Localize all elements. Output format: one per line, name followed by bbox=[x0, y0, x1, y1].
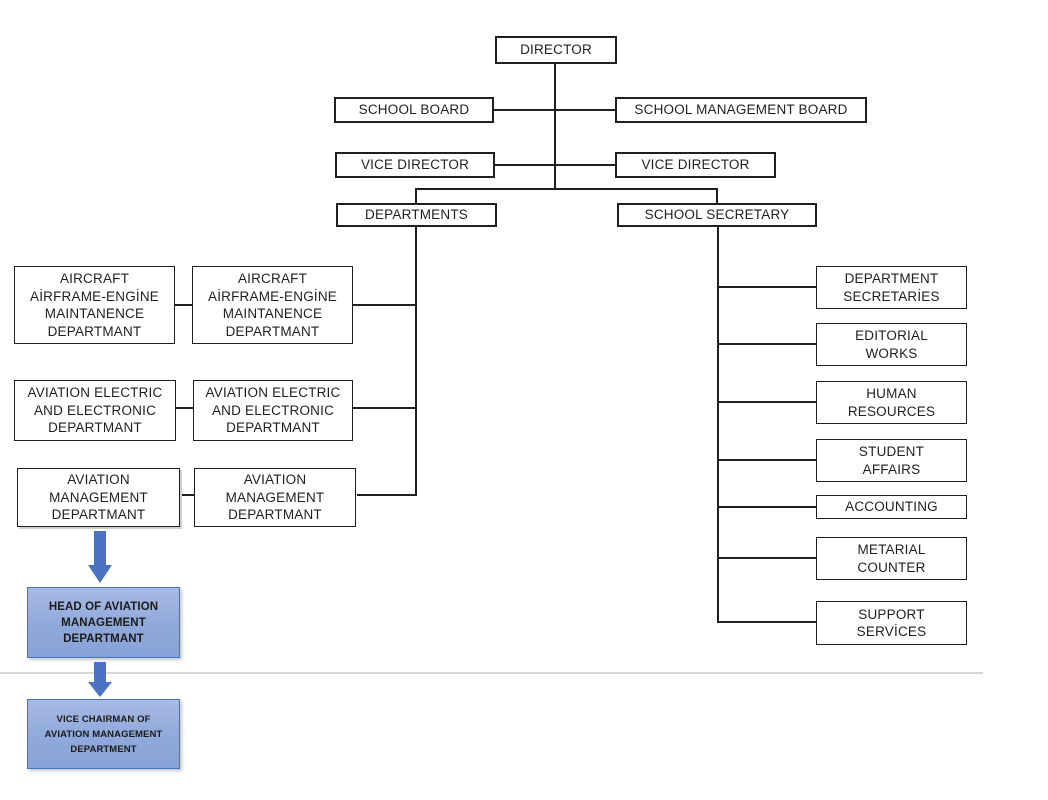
connector-stub-editorial bbox=[717, 343, 816, 345]
connector-drop-secretary bbox=[716, 188, 718, 203]
connector-pair-electric bbox=[176, 407, 193, 409]
down-arrow-head-icon bbox=[88, 565, 112, 583]
connector-stub-support-services bbox=[717, 621, 816, 623]
node-vice-director-right: VICE DIRECTOR bbox=[615, 152, 776, 178]
connector-director-vertical bbox=[554, 64, 556, 189]
connector-stub-aircraft bbox=[353, 304, 417, 306]
connector-branch-horizontal bbox=[415, 188, 718, 190]
node-aviation-management-right: AVIATION MANAGEMENT DEPARTMANT bbox=[194, 468, 356, 527]
connector-stub-student-affairs bbox=[717, 459, 816, 461]
connector-pair-aircraft bbox=[175, 304, 192, 306]
node-aircraft-maintenance-right: AIRCRAFT AİRFRAME-ENGİNE MAINTANENCE DEP… bbox=[192, 266, 353, 344]
node-vice-chairman-aviation-management: VICE CHAIRMAN OF AVIATION MANAGEMENT DEP… bbox=[27, 699, 180, 769]
connector-vice-directors-horizontal bbox=[495, 164, 615, 166]
node-school-management-board: SCHOOL MANAGEMENT BOARD bbox=[615, 97, 867, 123]
connector-stub-human-resources bbox=[717, 401, 816, 403]
node-school-secretary: SCHOOL SECRETARY bbox=[617, 203, 817, 227]
node-head-of-aviation-management: HEAD OF AVIATION MANAGEMENT DEPARTMANT bbox=[27, 587, 180, 658]
node-support-services: SUPPORT SERVİCES bbox=[816, 601, 967, 645]
connector-drop-departments bbox=[415, 188, 417, 203]
node-material-counter: METARIAL COUNTER bbox=[816, 537, 967, 580]
connector-stub-electric bbox=[352, 407, 417, 409]
down-arrow-head-icon bbox=[88, 682, 112, 697]
node-aviation-electric-right: AVIATION ELECTRIC AND ELECTRONIC DEPARTM… bbox=[193, 380, 353, 441]
node-aviation-management-left: AVIATION MANAGEMENT DEPARTMANT bbox=[17, 468, 180, 527]
node-aircraft-maintenance-left: AIRCRAFT AİRFRAME-ENGİNE MAINTANENCE DEP… bbox=[14, 266, 175, 344]
node-human-resources: HUMAN RESOURCES bbox=[816, 381, 967, 424]
connector-departments-vertical bbox=[415, 227, 417, 496]
connector-boards-horizontal bbox=[494, 109, 615, 111]
node-student-affairs: STUDENT AFFAIRS bbox=[816, 439, 967, 482]
page-separator-line bbox=[0, 672, 983, 674]
node-aviation-electric-left: AVIATION ELECTRIC AND ELECTRONIC DEPARTM… bbox=[14, 380, 176, 441]
down-arrow-icon bbox=[94, 531, 106, 565]
connector-stub-material-counter bbox=[717, 557, 816, 559]
node-editorial-works: EDITORIAL WORKS bbox=[816, 323, 967, 366]
down-arrow-icon bbox=[94, 662, 106, 682]
node-accounting: ACCOUNTING bbox=[816, 495, 967, 519]
node-departments: DEPARTMENTS bbox=[336, 203, 497, 227]
connector-pair-management bbox=[180, 494, 194, 496]
connector-secretary-vertical bbox=[717, 227, 719, 623]
connector-stub-accounting bbox=[717, 506, 816, 508]
node-director: DIRECTOR bbox=[495, 36, 617, 64]
connector-stub-management bbox=[357, 494, 417, 496]
connector-stub-dept-secretaries bbox=[717, 286, 816, 288]
node-school-board: SCHOOL BOARD bbox=[334, 97, 494, 123]
node-department-secretaries: DEPARTMENT SECRETARİES bbox=[816, 266, 967, 309]
node-vice-director-left: VICE DIRECTOR bbox=[335, 152, 495, 178]
